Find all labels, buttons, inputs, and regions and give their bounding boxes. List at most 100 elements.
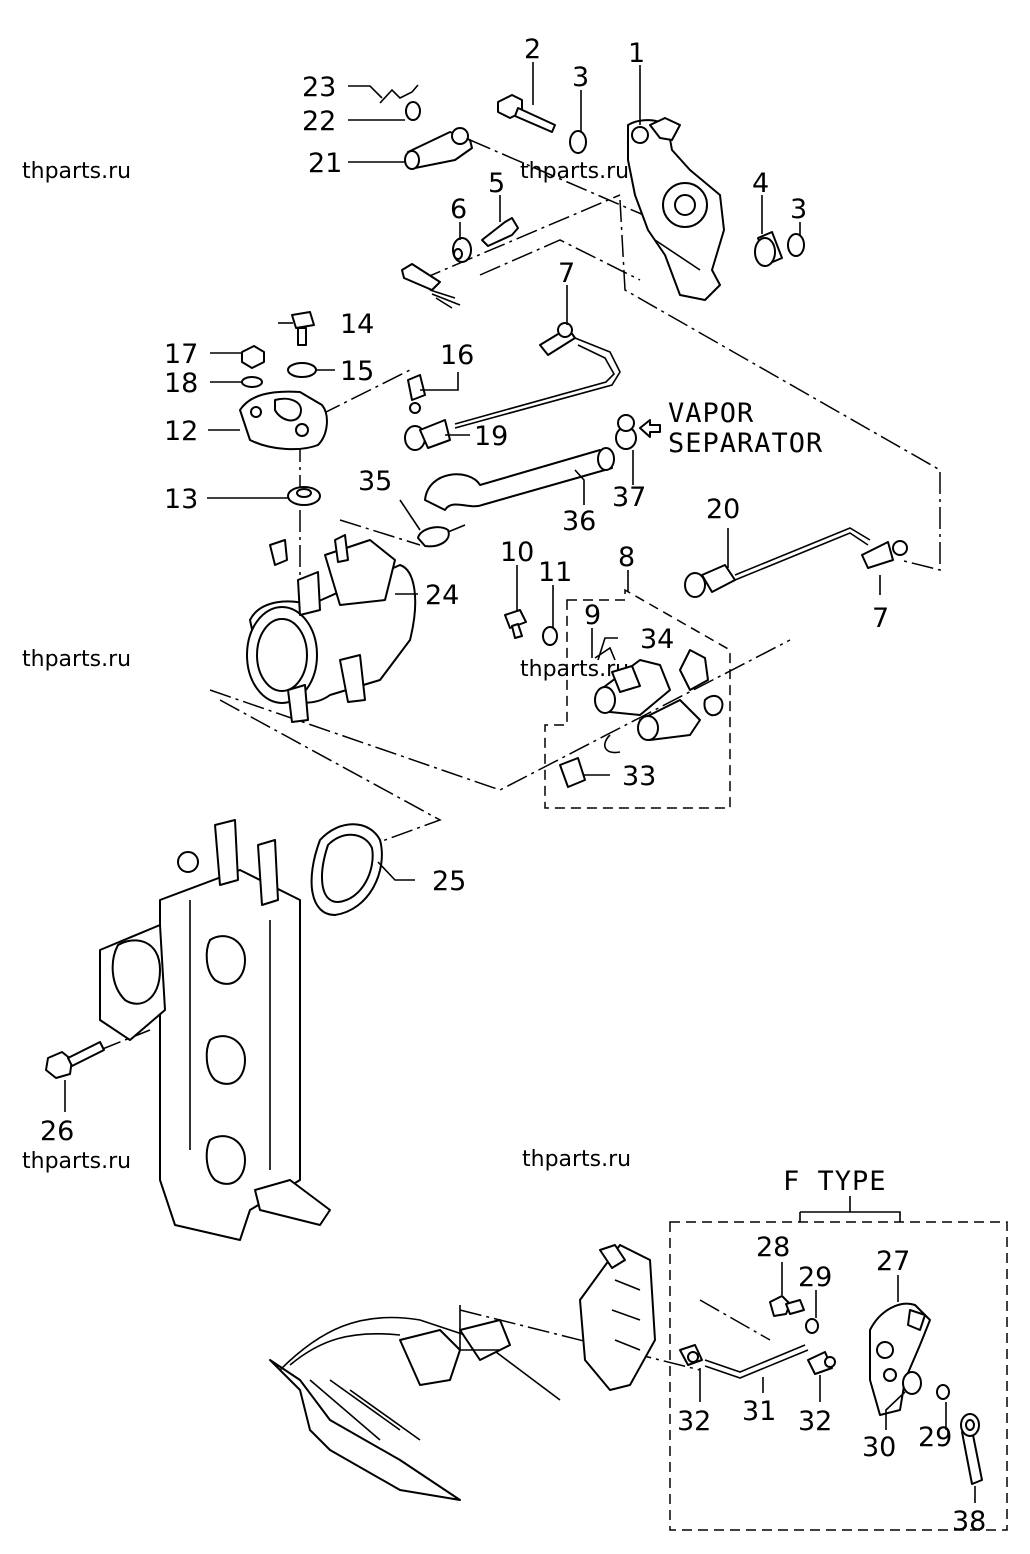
- callout-27: 27: [876, 1246, 910, 1277]
- part-clamp-37: [615, 414, 637, 450]
- callout-20: 20: [706, 494, 740, 525]
- watermark: thparts.ru: [22, 159, 131, 184]
- callout-29: 29: [918, 1422, 952, 1453]
- callout-19: 19: [474, 421, 508, 452]
- callout-15: 15: [340, 356, 374, 387]
- callout-26: 26: [40, 1116, 74, 1147]
- callout-38: 38: [952, 1506, 986, 1537]
- part-clip-32: [679, 1344, 703, 1366]
- part-washer-22: [405, 101, 421, 121]
- part-grommet-13: [287, 486, 321, 506]
- watermarks: thparts.ru thparts.ru thparts.ru thparts…: [22, 159, 631, 1174]
- part-washer-15: [287, 362, 317, 378]
- callout-1: 1: [628, 38, 645, 69]
- part-washer-3: [569, 130, 587, 154]
- part-spacer-6: [452, 237, 472, 263]
- part-rod-20: [684, 527, 908, 598]
- callout-22: 22: [302, 106, 336, 137]
- part-engine-lower-view: [269, 1244, 656, 1501]
- callout-28: 28: [756, 1232, 790, 1263]
- callout-35: 35: [358, 466, 392, 497]
- part-washer-29: [936, 1384, 950, 1400]
- callout-4: 4: [752, 168, 769, 199]
- sub-assembly-8-box: [544, 588, 731, 809]
- callout-24: 24: [425, 580, 459, 611]
- part-rod-end-19: [404, 419, 451, 451]
- part-washer-11: [542, 626, 558, 646]
- part-bolt-14: [291, 311, 315, 346]
- callout-12: 12: [164, 416, 198, 447]
- part-collar-4: [754, 231, 783, 267]
- callout-7: 7: [872, 603, 889, 634]
- part-bracket-27: [869, 1302, 931, 1416]
- callout-9: 9: [584, 600, 601, 631]
- part-throttle-body-24: [246, 534, 417, 723]
- part-link-38: [960, 1413, 983, 1485]
- part-rod-31: [704, 1344, 809, 1379]
- f-type-box: [669, 1221, 1008, 1531]
- leader-lines: [64, 62, 976, 1503]
- callout-3: 3: [790, 194, 807, 225]
- f-type-label: F TYPE: [783, 1166, 887, 1197]
- callout-25: 25: [432, 866, 466, 897]
- callout-34: 34: [640, 624, 674, 655]
- part-bolt-28: [769, 1295, 805, 1317]
- part-ball-joint-21: [404, 127, 473, 170]
- arrow-icon: [639, 419, 661, 438]
- part-bolt-2: [497, 94, 556, 133]
- callout-32: 32: [798, 1406, 832, 1437]
- callout-5: 5: [488, 168, 505, 199]
- part-plate-12: [239, 390, 328, 451]
- watermark: thparts.ru: [22, 647, 131, 672]
- callout-13: 13: [164, 484, 198, 515]
- callout-30: 30: [862, 1432, 896, 1463]
- callout-18: 18: [164, 368, 198, 399]
- part-gasket-25: [310, 823, 383, 916]
- callout-31: 31: [742, 1396, 776, 1427]
- callout-21: 21: [308, 148, 342, 179]
- part-clip-32: [807, 1351, 836, 1375]
- part-collar-30: [902, 1371, 922, 1395]
- part-hose-36: [424, 447, 615, 511]
- link-plate: [401, 263, 441, 291]
- watermark: thparts.ru: [22, 1149, 131, 1174]
- part-clip-23: [379, 84, 419, 104]
- callout-numbers: 1 2 3 3 4 5 6 7 7 8 9 10 11 12 13 14 15 …: [40, 34, 986, 1537]
- watermark: thparts.ru: [520, 159, 629, 184]
- callout-6: 6: [450, 194, 467, 225]
- callout-37: 37: [612, 482, 646, 513]
- part-intake-manifold: [99, 819, 331, 1241]
- callout-8: 8: [618, 542, 635, 573]
- part-nut-17: [241, 345, 265, 369]
- callout-29: 29: [798, 1262, 832, 1293]
- callout-3: 3: [572, 62, 589, 93]
- callout-11: 11: [538, 557, 572, 588]
- callout-14: 14: [340, 309, 374, 340]
- callout-10: 10: [500, 537, 534, 568]
- separator-label: SEPARATOR: [668, 428, 823, 459]
- part-bolt-26: [45, 1041, 105, 1079]
- callout-32: 32: [677, 1406, 711, 1437]
- callout-23: 23: [302, 72, 336, 103]
- callout-16: 16: [440, 340, 474, 371]
- part-sensor-assembly-8: [559, 646, 724, 788]
- part-nipple-16: [407, 374, 426, 414]
- part-screw-10: [504, 609, 527, 639]
- part-washer-18: [241, 376, 263, 388]
- watermark: thparts.ru: [520, 657, 629, 682]
- callout-7: 7: [558, 258, 575, 289]
- callout-33: 33: [622, 761, 656, 792]
- callout-2: 2: [524, 34, 541, 65]
- part-rod-top: [454, 322, 621, 429]
- part-washer-3: [787, 233, 805, 257]
- part-washer-29: [805, 1318, 819, 1334]
- callout-17: 17: [164, 339, 198, 370]
- callout-36: 36: [562, 506, 596, 537]
- part-throttle-lever: [627, 117, 725, 301]
- watermark: thparts.ru: [522, 1147, 631, 1172]
- part-clip-35: [417, 524, 466, 548]
- part-screw-5: [481, 217, 519, 247]
- f-type-bracket: [799, 1196, 901, 1222]
- vapor-label: VAPOR: [668, 398, 754, 429]
